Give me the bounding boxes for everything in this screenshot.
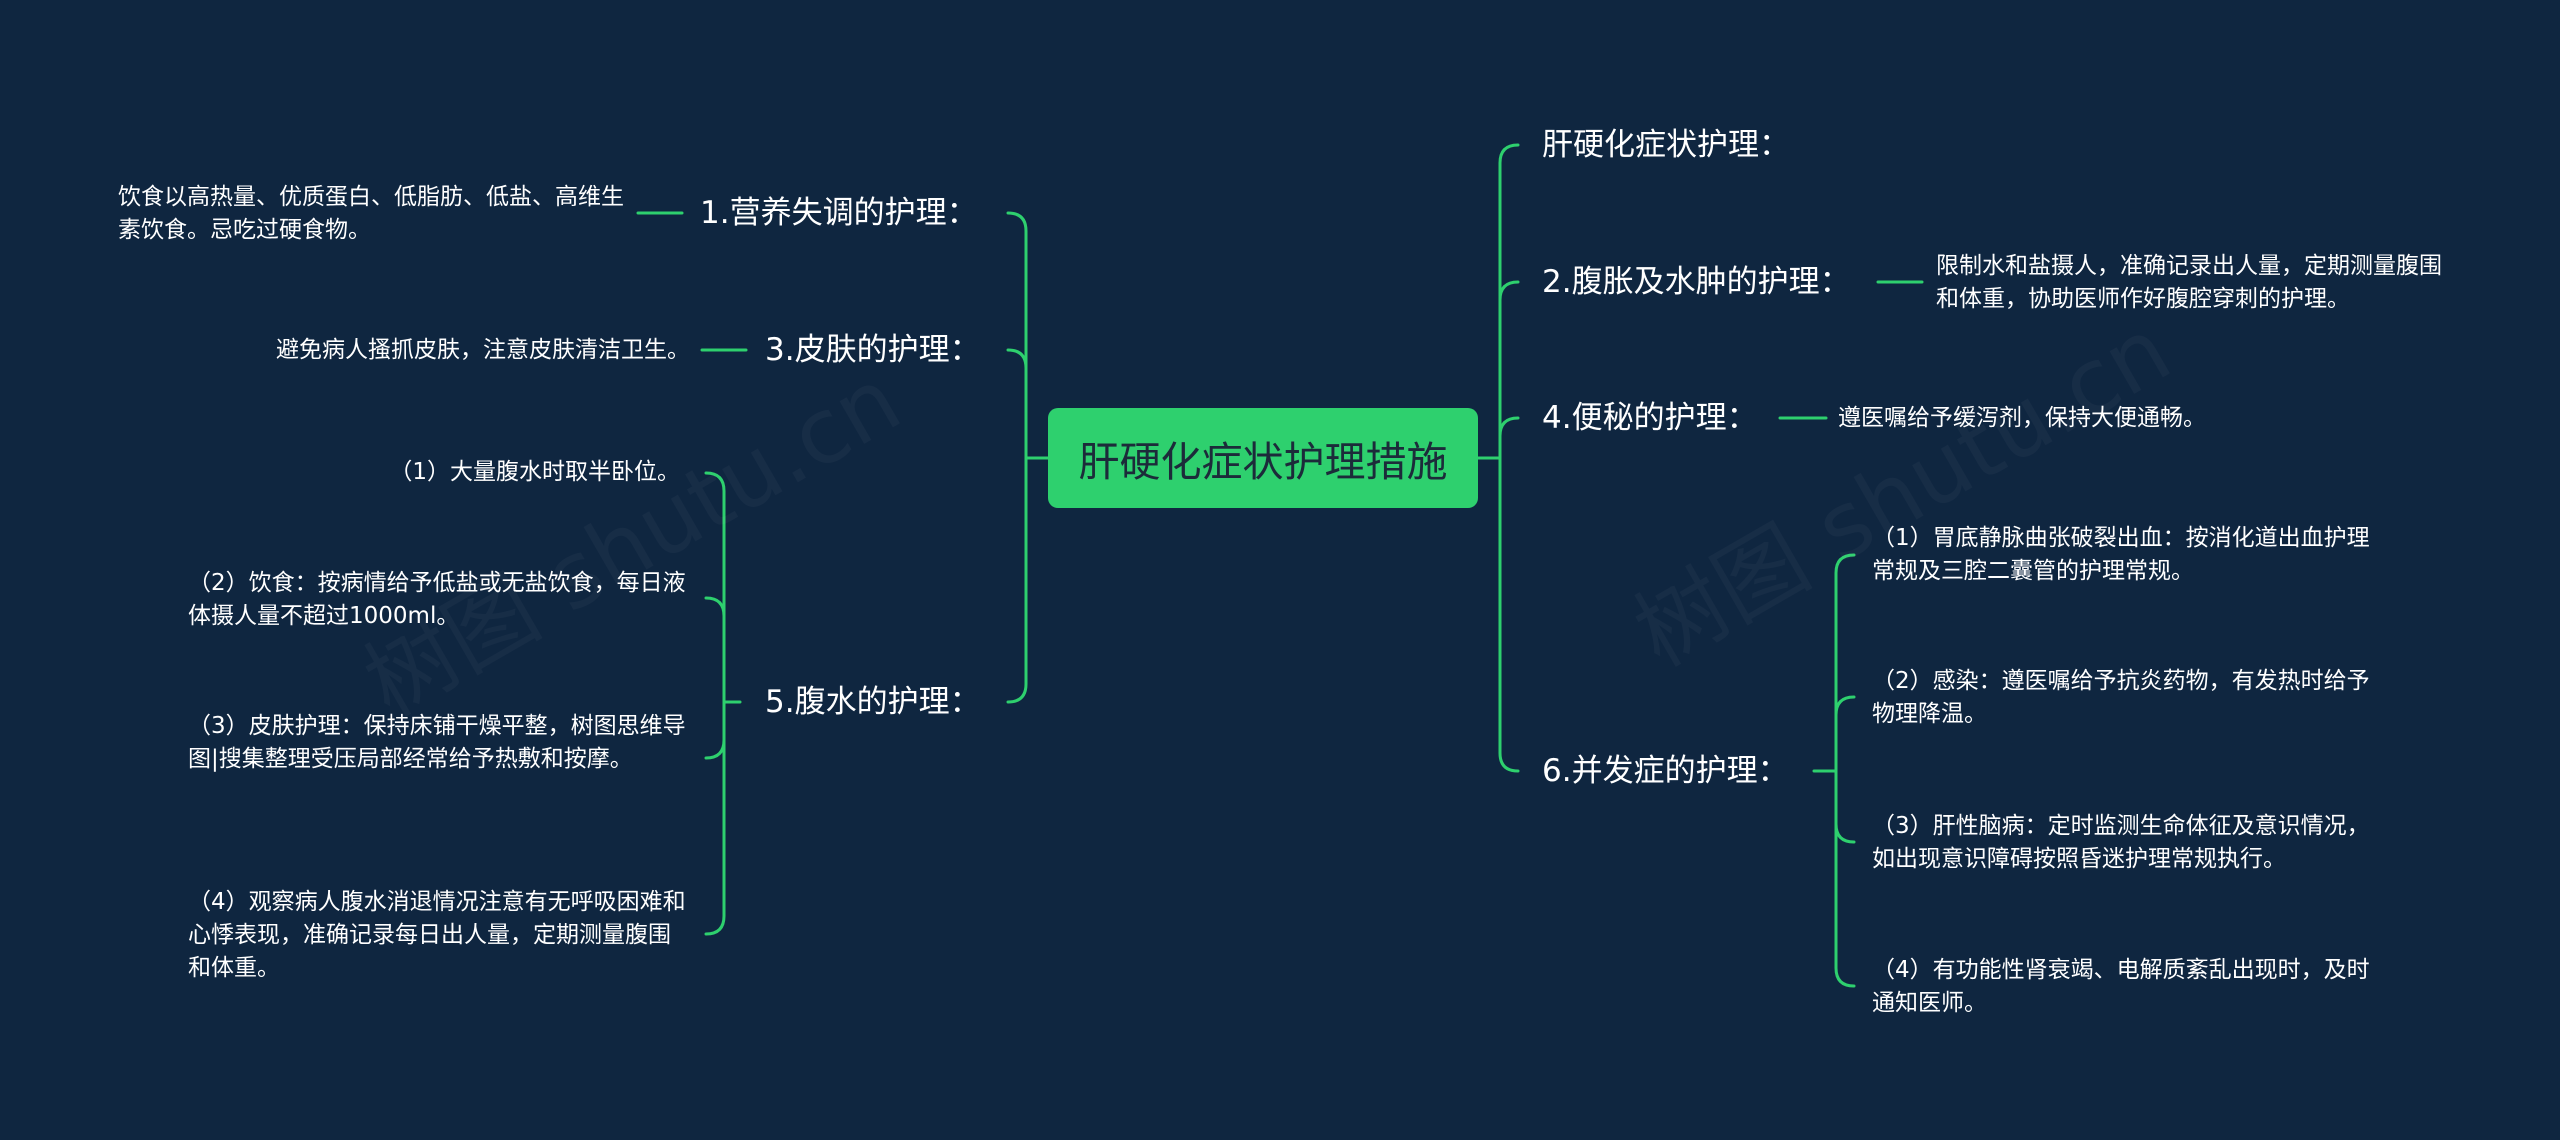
- leaf-complications-1[interactable]: （1）胃底静脉曲张破裂出血：按消化道出血护理常规及三腔二囊管的护理常规。: [1872, 525, 2370, 584]
- root-topic[interactable]: 肝硬化症状护理措施: [1048, 408, 1478, 508]
- leaf-skin[interactable]: 避免病人搔抓皮肤，注意皮肤清洁卫生。: [276, 337, 690, 363]
- branch-constipation[interactable]: 4.便秘的护理：: [1542, 400, 1758, 436]
- connector-r6-c: [1834, 822, 1856, 844]
- leaf-bloating-edema[interactable]: 限制水和盐摄人，准确记录出人量，定期测量腹围和体重，协助医师作好腹腔穿刺的护理。: [1936, 253, 2442, 312]
- branch-symptom-care[interactable]: 肝硬化症状护理：: [1542, 127, 1790, 163]
- connector-right-spine: [1498, 143, 1520, 773]
- connector-l5-spine: [704, 471, 726, 936]
- branch-bloating-edema[interactable]: 2.腹胀及水肿的护理：: [1542, 264, 1851, 300]
- leaf-nutrition[interactable]: 饮食以高热量、优质蛋白、低脂肪、低盐、高维生素饮食。忌吃过硬食物。: [118, 184, 624, 243]
- leaf-ascites-3[interactable]: （3）皮肤护理：保持床铺干燥平整，树图思维导图|搜集整理受压局部经常给予热敷和按…: [188, 713, 686, 772]
- leaf-ascites-4[interactable]: （4）观察病人腹水消退情况注意有无呼吸困难和心悸表现，准确记录每日出人量，定期测…: [188, 889, 686, 981]
- connector-right-r4: [1498, 416, 1520, 438]
- branch-nutrition[interactable]: 1.营养失调的护理：: [700, 195, 978, 231]
- connector-left-spine: [1006, 211, 1028, 704]
- connector-left-mid: [1006, 348, 1028, 370]
- leaf-complications-4[interactable]: （4）有功能性肾衰竭、电解质紊乱出现时，及时通知医师。: [1872, 957, 2370, 1016]
- leaf-complications-3[interactable]: （3）肝性脑病：定时监测生命体征及意识情况，如出现意识障碍按照昏迷护理常规执行。: [1872, 813, 2370, 872]
- leaf-ascites-1[interactable]: （1）大量腹水时取半卧位。: [389, 459, 680, 485]
- connector-l5-c: [704, 738, 726, 760]
- branch-ascites[interactable]: 5.腹水的护理：: [765, 684, 981, 720]
- connector-r6-b: [1834, 695, 1856, 717]
- leaf-complications-2[interactable]: （2）感染：遵医嘱给予抗炎药物，有发热时给予物理降温。: [1872, 668, 2370, 727]
- connector-r6-spine: [1834, 553, 1856, 988]
- leaf-ascites-2[interactable]: （2）饮食：按病情给予低盐或无盐饮食，每日液体摄人量不超过1000ml。: [188, 570, 686, 629]
- branch-complications[interactable]: 6.并发症的护理：: [1542, 753, 1789, 789]
- connector-right-r2: [1498, 280, 1520, 302]
- branch-skin[interactable]: 3.皮肤的护理：: [765, 332, 981, 368]
- connector-l5-b: [704, 596, 726, 618]
- leaf-constipation[interactable]: 遵医嘱给予缓泻剂，保持大便通畅。: [1838, 405, 2206, 431]
